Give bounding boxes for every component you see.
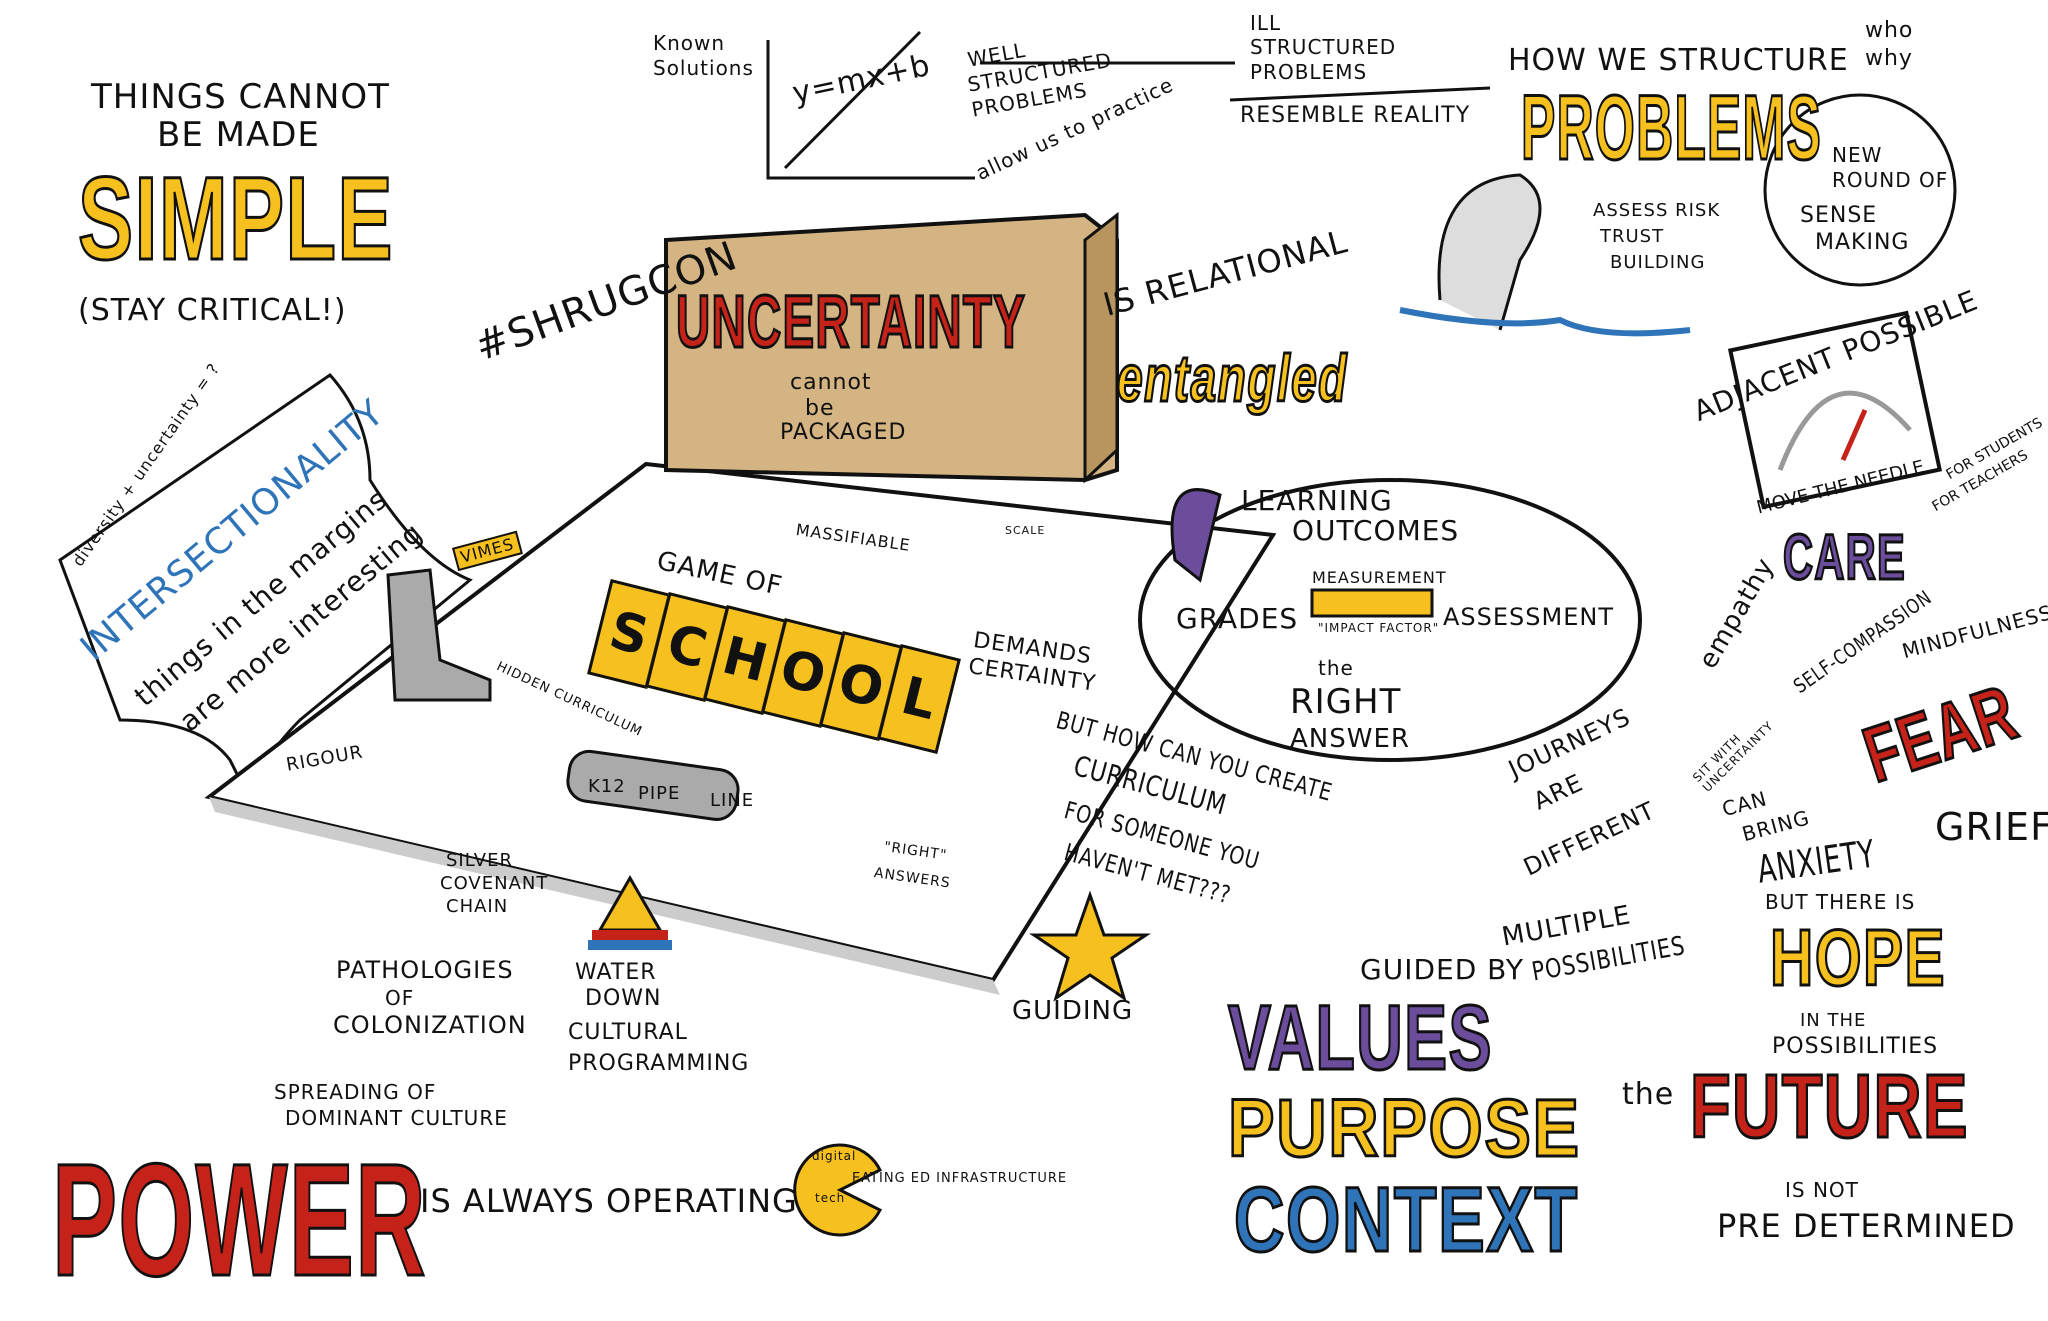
pre-determined: PRE DETERMINED — [1717, 1207, 2016, 1245]
round-1: ROUND OF — [1832, 168, 1949, 192]
why: why — [1865, 46, 1913, 71]
power-word: POWER — [51, 1130, 427, 1309]
dominant-culture: DOMINANT CULTURE — [285, 1106, 508, 1130]
known-label: Known — [653, 31, 726, 55]
ill-l1: ILL — [1250, 11, 1282, 35]
colonization-2: COLONIZATION — [333, 1011, 527, 1039]
paper-sheet — [58, 373, 473, 805]
water-line — [1399, 307, 1691, 337]
problems-word: PROBLEMS — [1520, 77, 1822, 179]
assessment: ASSESSMENT — [1443, 603, 1615, 631]
cultural: CULTURAL — [568, 1020, 688, 1045]
eating-ed-infrastructure: EATING ED INFRASTRUCTURE — [852, 1171, 1068, 1186]
pyramid-band — [588, 940, 672, 950]
solutions-label: Solutions — [653, 56, 754, 80]
chain-2: CHAIN — [446, 896, 509, 917]
who: who — [1865, 18, 1914, 43]
down: DOWN — [585, 986, 662, 1011]
guiding: GUIDING — [1012, 996, 1134, 1026]
guided-by: GUIDED BY — [1360, 953, 1524, 986]
assessment-cycle — [1138, 478, 1642, 762]
star-icon — [1029, 890, 1151, 1002]
graph-axes — [766, 40, 975, 180]
grief: GRIEF — [1935, 805, 2048, 849]
sense-making-loop — [1763, 93, 1957, 287]
graph-line — [783, 30, 922, 170]
values-word: VALUES — [1227, 987, 1493, 1089]
chain-1: COVENANT — [440, 873, 549, 894]
problems-heading: HOW WE STRUCTURE — [1508, 43, 1849, 78]
round-0: NEW — [1832, 143, 1883, 167]
packaged: PACKAGED — [780, 420, 907, 445]
uncertainty-box — [664, 212, 1119, 483]
scale: SCALE — [1005, 524, 1046, 537]
board-shadow — [209, 797, 1000, 995]
impact-factor: "IMPACT FACTOR" — [1318, 621, 1440, 635]
answer: ANSWER — [1290, 724, 1410, 754]
right: RIGHT — [1290, 682, 1402, 722]
elephant-icon — [1437, 173, 1542, 331]
context-word: CONTEXT — [1233, 1169, 1579, 1271]
learning: LEARNING — [1241, 484, 1393, 517]
location-pin-icon — [1170, 488, 1222, 583]
hope-word: HOPE — [1769, 913, 1947, 1002]
the: the — [1318, 656, 1354, 680]
simple-line2: BE MADE — [157, 115, 320, 155]
line: LINE — [710, 790, 755, 811]
chain-0: SILVER — [446, 850, 513, 871]
programming: PROGRAMMING — [568, 1051, 750, 1076]
future-word: FUTURE — [1689, 1057, 1969, 1157]
ill-l2: STRUCTURED — [1250, 35, 1397, 59]
pyramid-band — [592, 930, 668, 940]
purpose-word: PURPOSE — [1227, 1083, 1581, 1174]
but-there-is: BUT THERE IS — [1765, 890, 1916, 914]
entangled-word: entangled — [1116, 341, 1348, 415]
risk-2: BUILDING — [1610, 252, 1706, 273]
care-word: CARE — [1782, 521, 1907, 593]
outcomes: OUTCOMES — [1292, 514, 1460, 547]
pacman-icon — [793, 1143, 883, 1237]
ill-l3: PROBLEMS — [1250, 60, 1368, 84]
k12: K12 — [588, 776, 626, 797]
always-operating: IS ALWAYS OPERATING — [420, 1182, 798, 1220]
possibilities: POSSIBILITIES — [1772, 1034, 1939, 1059]
round-3: MAKING — [1815, 230, 1910, 255]
is-not: IS NOT — [1785, 1178, 1859, 1202]
gauge-needle — [1840, 408, 1868, 462]
grades: GRADES — [1176, 602, 1299, 635]
spreading: SPREADING OF — [274, 1080, 437, 1104]
water: WATER — [575, 960, 657, 985]
measurement: MEASUREMENT — [1312, 568, 1447, 587]
tech: tech — [815, 1191, 846, 1205]
simple-line1: THINGS CANNOT — [91, 77, 390, 117]
future-the: the — [1622, 1077, 1675, 1112]
colonization-1: OF — [385, 986, 415, 1010]
gauge-arc — [1777, 390, 1912, 471]
in-the: IN THE — [1800, 1010, 1867, 1031]
colonization-0: PATHOLOGIES — [336, 956, 514, 984]
cannot: cannot — [790, 370, 872, 395]
risk-1: TRUST — [1600, 226, 1665, 247]
stay-critical: (STAY CRITICAL!) — [78, 293, 347, 328]
risk-0: ASSESS RISK — [1593, 200, 1721, 221]
ill-note: RESEMBLE REALITY — [1240, 103, 1471, 128]
divider-line — [1229, 86, 1491, 102]
uncertainty-word: UNCERTAINTY — [675, 280, 1026, 363]
digital: digital — [812, 1149, 857, 1163]
ruler-icon — [1310, 588, 1434, 618]
boot-icon — [386, 568, 492, 702]
simple-word: SIMPLE — [77, 153, 394, 285]
box-side — [1083, 211, 1119, 484]
pipe: PIPE — [638, 783, 681, 804]
pipeline-icon — [566, 749, 740, 821]
be: be — [805, 396, 835, 421]
round-2: SENSE — [1800, 203, 1878, 228]
